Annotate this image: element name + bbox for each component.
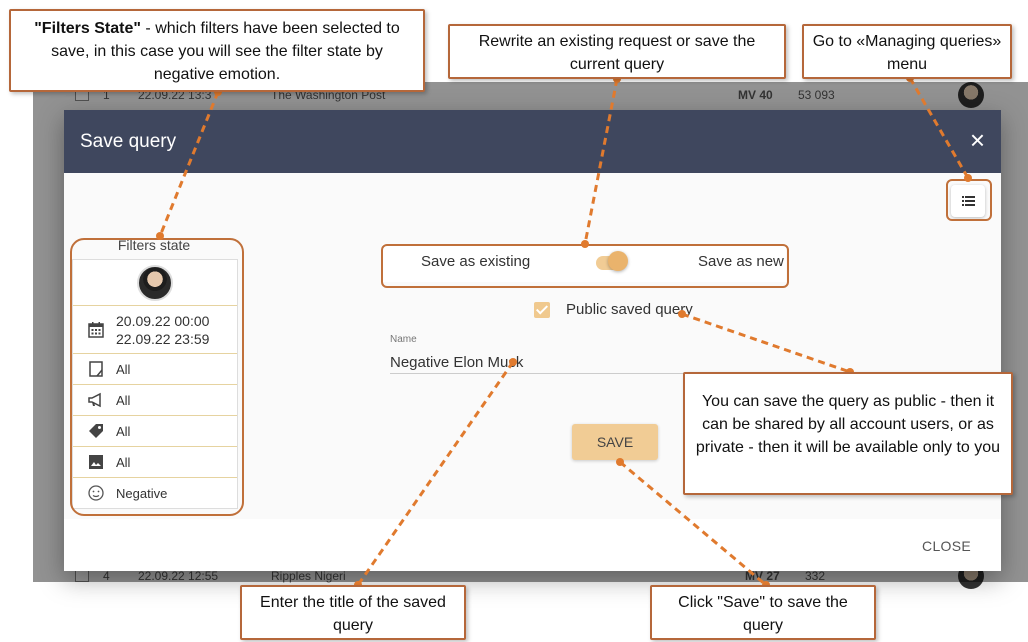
managing-queries-button[interactable] [951, 185, 985, 217]
callout-filters-state-text: - which filters have been selected to sa… [51, 20, 400, 83]
save-query-dialog: Save query × Filters state 20.09.22 00:0… [64, 110, 1001, 571]
filters-state-panel: 20.09.22 00:00 22.09.22 23:59 All All Al… [72, 259, 238, 509]
row-reach: 53 093 [798, 88, 835, 102]
document-icon [89, 361, 103, 377]
filter-tags: All [73, 416, 237, 447]
list-icon [962, 196, 975, 206]
filter-value: All [116, 423, 131, 439]
save-as-existing-label[interactable]: Save as existing [421, 253, 531, 270]
filter-value: All [116, 454, 131, 470]
callout-filters-state: "Filters State" - which filters have bee… [9, 9, 425, 92]
dialog-header: Save query × [64, 110, 1001, 173]
callout-managing: Go to «Managing queries» menu [802, 24, 1012, 79]
save-as-new-label[interactable]: Save as new [698, 253, 784, 270]
callout-rewrite: Rewrite an existing request or save the … [448, 24, 786, 79]
query-name-input[interactable] [390, 351, 992, 374]
row-date: 22.09.22 12:55 [138, 569, 219, 583]
callout-title: Enter the title of the saved query [240, 585, 466, 640]
close-icon[interactable]: × [969, 125, 985, 155]
callout-save: Click "Save" to save the query [650, 585, 876, 640]
filter-date-from: 20.09.22 00:00 [116, 312, 210, 329]
filter-author-photo [73, 260, 237, 306]
save-mode-switch-thumb[interactable] [608, 251, 628, 271]
public-query-label[interactable]: Public saved query [566, 301, 693, 318]
smiley-icon [88, 485, 104, 501]
save-mode-toggle-row: Save as existing Save as new [382, 244, 786, 282]
public-query-checkbox[interactable] [534, 302, 550, 318]
row-number: 1 [103, 88, 110, 102]
megaphone-icon [88, 392, 101, 408]
row-source: Ripples Nigeri [271, 569, 346, 583]
calendar-icon [88, 321, 104, 338]
row-mv: MV 40 [738, 88, 773, 102]
name-field-label: Name [390, 334, 417, 345]
filter-sentiment: Negative [73, 478, 237, 508]
dialog-footer: CLOSE [64, 519, 1001, 571]
callout-filters-state-bold: "Filters State" [34, 20, 141, 37]
filter-document-type: All [73, 354, 237, 385]
callout-public: You can save the query as public - then … [683, 372, 1013, 495]
filter-image: All [73, 447, 237, 478]
image-icon [89, 455, 103, 469]
row-reach: 332 [805, 569, 826, 583]
tag-icon [89, 424, 103, 438]
close-button[interactable]: CLOSE [922, 538, 971, 554]
dialog-title: Save query [80, 131, 177, 152]
filter-value: All [116, 361, 131, 377]
filters-state-title: Filters state [117, 237, 191, 253]
avatar [137, 264, 173, 301]
row-number: 4 [103, 569, 110, 583]
filter-media-type: All [73, 385, 237, 416]
filter-value: Negative [116, 485, 168, 501]
filter-value: All [116, 392, 131, 408]
filter-date-to: 22.09.22 23:59 [116, 330, 210, 347]
save-button[interactable]: SAVE [572, 424, 658, 460]
filter-date-range: 20.09.22 00:00 22.09.22 23:59 [73, 306, 237, 354]
